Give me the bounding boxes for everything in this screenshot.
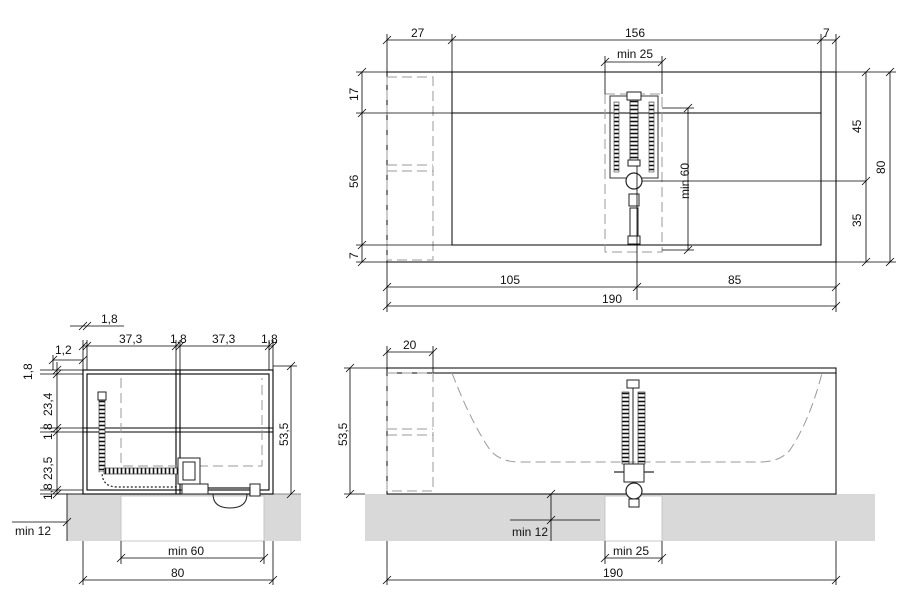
dim-37-3-left: 37,3 (119, 332, 143, 346)
dim-190-front: 190 (603, 566, 623, 580)
dim-53-5-front: 53,5 (336, 422, 350, 446)
dim-45: 45 (850, 119, 864, 133)
dim-105: 105 (500, 273, 520, 287)
dim-190-top: 190 (602, 292, 622, 306)
dim-35: 35 (850, 213, 864, 227)
dim-min60-side: min 60 (168, 544, 204, 558)
dim-1-8-top: 1,8 (101, 312, 118, 326)
dim-min12-front: min 12 (512, 525, 548, 539)
dim-1-2: 1,2 (55, 343, 72, 357)
tub-outline-top (386, 71, 837, 263)
fitting-zone-top (604, 93, 663, 253)
dim-v1-8-bottom: 1,8 (41, 483, 55, 500)
shelf-dashed-top (386, 76, 434, 261)
dim-80-top: 80 (874, 160, 888, 174)
dim-27: 27 (411, 26, 425, 40)
dim-20: 20 (403, 338, 417, 352)
dim-7-top: 7 (823, 26, 830, 40)
top-view: 27 156 7 min 25 17 56 7 min 60 (347, 26, 896, 312)
front-view: 20 53,5 min 12 min 25 190 (336, 338, 875, 585)
dim-23-5: 23,5 (41, 456, 55, 480)
dim-156: 156 (625, 26, 645, 40)
dim-37-3-right: 37,3 (212, 332, 236, 346)
dim-v1-8-mid: 1,8 (41, 423, 55, 440)
side-view: 37,3 1,8 37,3 1,8 1,8 1,2 1,8 23,4 1,8 2… (12, 312, 301, 585)
waste-assembly-front (614, 379, 654, 508)
dim-56: 56 (347, 174, 361, 188)
dim-85: 85 (728, 273, 742, 287)
waste-assembly-top (609, 91, 659, 245)
dim-80-side: 80 (171, 566, 185, 580)
dim-17: 17 (347, 87, 361, 101)
dim-v1-8-top: 1,8 (21, 363, 35, 380)
dim-53-5-side: 53,5 (277, 422, 291, 446)
dim-7-left: 7 (347, 252, 361, 259)
dim-1-8-mid: 1,8 (170, 332, 187, 346)
tub-outline-front (386, 367, 837, 495)
waste-assembly-side (97, 391, 261, 509)
dim-23-4: 23,4 (41, 392, 55, 416)
dim-1-8-right: 1,8 (261, 332, 278, 346)
dim-min12-side: min 12 (15, 524, 51, 538)
dim-min25-top: min 25 (617, 47, 653, 61)
dim-min25-front: min 25 (613, 544, 649, 558)
